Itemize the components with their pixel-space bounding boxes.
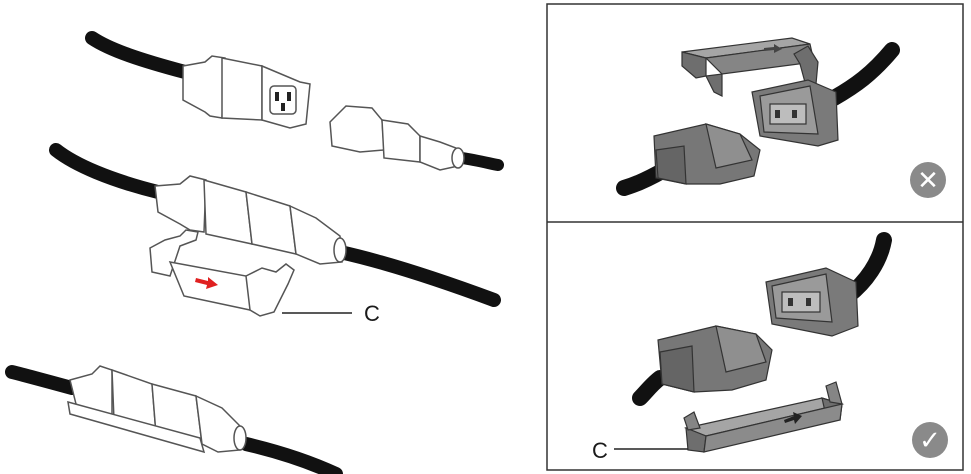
cable-right-mid <box>333 245 501 307</box>
incorrect-badge: ✕ <box>910 162 946 198</box>
cable-right-panel-top <box>826 42 900 106</box>
cable-left-top <box>85 31 192 79</box>
callout-label-c: C <box>364 301 380 326</box>
cable-left-panel-bottom <box>632 370 668 406</box>
panel-frame <box>546 3 964 471</box>
clipped-assembly <box>5 365 343 474</box>
panel-correct: C ✓ <box>592 232 948 463</box>
female-connector-dark-correct <box>765 267 859 337</box>
separated-plugs <box>85 31 504 171</box>
joined-connectors <box>154 175 347 265</box>
cable-right-bottom <box>239 437 343 474</box>
cable-left-bottom <box>5 365 79 395</box>
callout-label-c-panel: C <box>592 438 608 463</box>
male-connector <box>329 105 465 171</box>
check-icon <box>912 422 948 458</box>
male-connector-dark <box>653 123 761 185</box>
clipped-connectors <box>67 365 247 454</box>
arrow-icon-correct <box>784 412 802 424</box>
clip-misoriented <box>681 37 819 97</box>
cable-left-mid <box>49 143 165 199</box>
female-connector-dark <box>751 79 839 147</box>
red-arrow-icon <box>195 277 218 289</box>
check-icon-glyph: ✓ <box>919 426 941 456</box>
left-illustration: C <box>5 31 504 474</box>
male-connector-dark-correct <box>657 325 773 393</box>
clip-correct <box>683 381 845 453</box>
right-panels: ✕ <box>546 3 964 471</box>
female-connector <box>182 55 311 129</box>
connected-plugs-with-clip: C <box>49 143 501 326</box>
cable-right-top <box>456 152 504 171</box>
arrow-icon <box>764 44 782 53</box>
x-icon <box>910 162 946 198</box>
correct-badge: ✓ <box>912 422 948 458</box>
retention-clip <box>149 229 295 317</box>
x-icon-glyph: ✕ <box>917 166 939 196</box>
panel-incorrect: ✕ <box>616 37 946 198</box>
